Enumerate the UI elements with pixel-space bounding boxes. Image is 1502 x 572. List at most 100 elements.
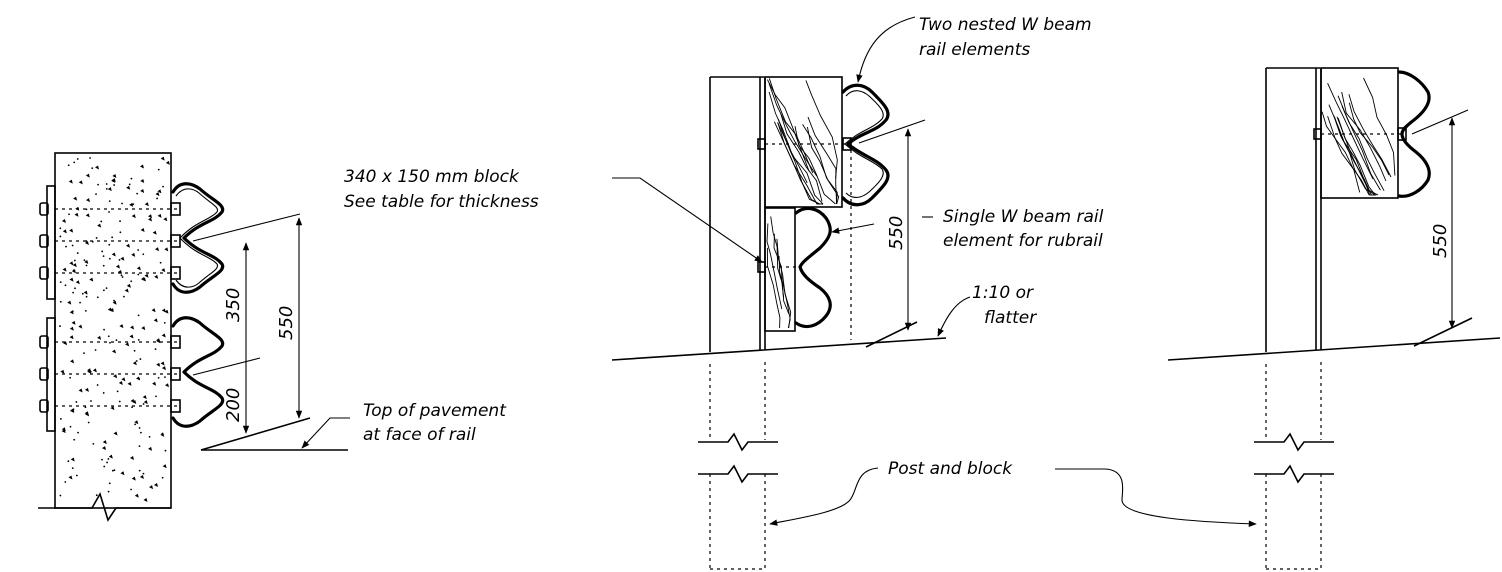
aggregate-speck [63,341,68,346]
wood-grain-stroke [766,223,783,310]
aggregate-speck [67,460,70,463]
aggregate-speck [83,259,86,262]
aggregate-speck [113,184,115,186]
bolt-nut-back [39,234,49,248]
aggregate-speck [59,227,62,230]
aggregate-speck [102,264,105,267]
wood-grain-stroke [1348,94,1392,178]
aggregate-speck [111,178,116,183]
aggregate-speck [61,219,66,224]
aggregate-speck [164,449,167,452]
aggregate-speck [138,445,141,448]
aggregate-speck [137,339,140,341]
aggregate-speck [89,277,94,282]
aggregate-speck [61,429,66,434]
wood-grain-stroke [1328,104,1372,196]
aggregate-speck [161,333,166,338]
aggregate-speck [130,399,135,404]
bolt-nut-front [170,399,181,413]
aggregate-speck [165,160,170,165]
wood-grain-stroke [767,79,810,172]
aggregate-speck [87,369,92,374]
label-post-block: Post and block [888,459,1013,479]
anchor-plate-upper [46,185,56,300]
aggregate-speck [78,324,83,329]
aggregate-speck [106,461,108,464]
aggregate-speck [161,268,166,273]
wood-grain-stroke [768,78,814,174]
aggregate-speck [100,220,103,223]
aggregate-speck [143,400,148,405]
aggregate-speck [59,418,62,420]
aggregate-speck [77,431,79,434]
bolt-nut-front [170,202,181,216]
aggregate-speck [162,185,164,188]
label-nested-line2: rail elements [919,40,1030,60]
aggregate-speck [129,334,134,339]
aggregate-speck [155,192,160,197]
break-line-upper-right [1254,432,1334,452]
aggregate-speck [113,374,118,379]
wood-grain-stroke [777,122,820,205]
aggregate-speck [59,325,61,327]
aggregate-speck [71,467,74,470]
bolt-head-upper [757,138,766,150]
aggregate-speck [107,335,110,338]
aggregate-speck [119,324,124,329]
rail-top-extension-middle [858,119,926,144]
aggregate-speck [68,213,70,216]
aggregate-speck [72,263,77,268]
aggregate-speck [62,267,67,272]
slope-indicator-right [1413,317,1473,347]
aggregate-speck [83,290,88,295]
aggregate-speck [144,273,149,278]
aggregate-speck [59,235,62,238]
aggregate-speck [107,187,112,192]
aggregate-speck [121,377,126,382]
aggregate-speck [96,384,99,386]
lower-block-wood-grain [766,216,792,329]
aggregate-speck [108,257,111,260]
aggregate-speck [105,287,108,290]
aggregate-speck [84,260,89,265]
aggregate-speck [67,300,72,305]
aggregate-speck [134,493,139,498]
aggregate-speck [85,213,90,218]
label-nested-line1: Two nested W beam [919,15,1092,35]
wood-grain-stroke [1321,111,1361,193]
wood-grain-stroke [777,119,824,205]
aggregate-speck [164,247,169,252]
aggregate-speck [120,471,125,476]
aggregate-speck [102,446,107,451]
aggregate-speck [129,456,134,461]
bolt-nut-back [39,202,49,216]
aggregate-speck [67,164,70,167]
aggregate-speck [97,335,102,340]
aggregate-speck [94,349,97,351]
aggregate-speck [121,276,124,278]
wood-grain-stroke [1327,83,1374,180]
aggregate-speck [161,308,166,313]
aggregate-speck [153,318,158,323]
aggregate-speck [109,308,114,313]
wood-grain-stroke [777,122,824,205]
aggregate-speck [65,245,67,248]
aggregate-speck [74,212,79,217]
aggregate-speck [78,180,83,185]
aggregate-speck [142,395,147,400]
aggregate-speck [160,432,165,437]
aggregate-speck [121,202,123,205]
aggregate-speck [79,301,81,304]
aggregate-speck [120,256,125,261]
wood-grain-stroke [780,113,823,202]
aggregate-speck [118,381,123,386]
aggregate-speck [164,383,169,388]
aggregate-speck [161,476,164,479]
label-block-line1: 340 x 150 mm block [344,167,520,187]
aggregate-speck [108,200,111,203]
aggregate-speck [140,431,142,434]
concrete-barrier [54,152,172,509]
aggregate-speck [159,261,162,264]
aggregate-speck [111,252,116,257]
